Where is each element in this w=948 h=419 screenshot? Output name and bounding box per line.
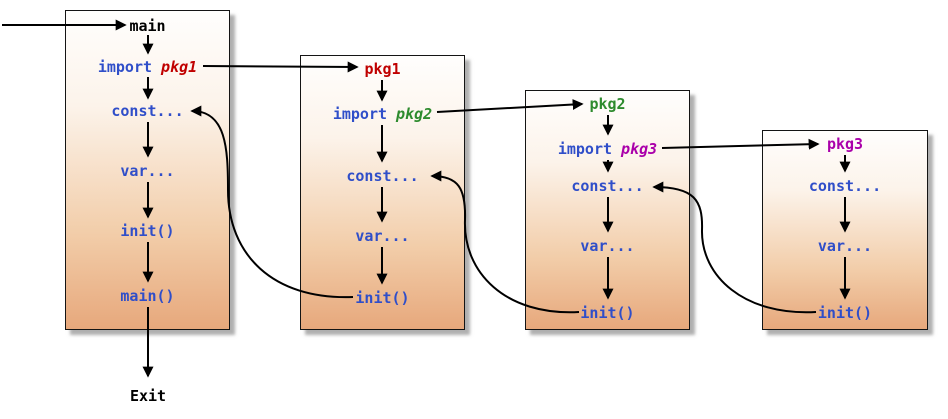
step-init: init() [355, 289, 410, 307]
box-main-title: main [129, 17, 166, 35]
step-main-call: main() [120, 287, 175, 305]
step-var: var... [355, 227, 410, 245]
import-package-name: pkg1 [161, 58, 198, 76]
import-statement-pkg2: import pkg2 [301, 105, 464, 123]
box-pkg3: pkg3 const... var... init() [762, 130, 928, 330]
step-var: var... [817, 237, 873, 255]
import-package-name: pkg2 [396, 105, 433, 123]
import-package-name: pkg3 [621, 140, 658, 158]
step-const: const... [111, 102, 184, 120]
step-const: const... [808, 177, 882, 195]
import-keyword: import [557, 140, 613, 158]
import-statement-pkg3: import pkg3 [526, 140, 689, 158]
import-statement-pkg1: import pkg1 [66, 58, 229, 76]
step-init: init() [580, 304, 635, 322]
exit-label: Exit [129, 387, 167, 405]
box-pkg1-title: pkg1 [364, 60, 401, 78]
box-pkg1: pkg1 import pkg2 const... var... init() [300, 55, 465, 330]
step-var: var... [120, 162, 175, 180]
import-keyword: import [332, 105, 388, 123]
step-var: var... [580, 237, 635, 255]
box-pkg2: pkg2 import pkg3 const... var... init() [525, 90, 690, 330]
step-init: init() [120, 222, 175, 240]
box-pkg2-title: pkg2 [589, 95, 626, 113]
step-const: const... [571, 177, 644, 195]
box-main: main import pkg1 const... var... init() m… [65, 10, 230, 330]
step-const: const... [346, 167, 419, 185]
import-keyword: import [97, 58, 153, 76]
box-pkg3-title: pkg3 [826, 135, 864, 153]
step-init: init() [817, 304, 873, 322]
